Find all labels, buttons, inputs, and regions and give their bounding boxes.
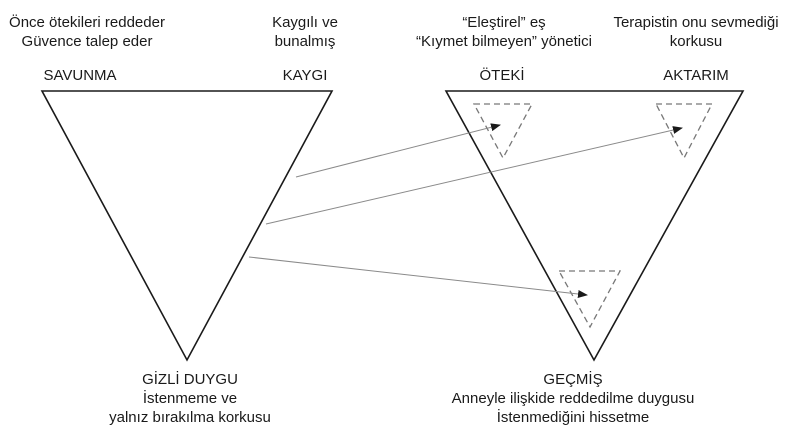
caption-line: Güvence talep eder (21, 33, 153, 50)
dashed-triangle-transference (654, 103, 714, 160)
left-top-right-caption: Kaygılı ve bunalmış (272, 13, 338, 51)
right-bottom-caption: GEÇMİŞ Anneyle ilişkide reddedilme duygu… (452, 370, 695, 427)
caption-line: Kaygılı ve (272, 14, 338, 31)
right-person-triangle (444, 90, 745, 362)
caption-line: “Kıymet bilmeyen” yönetici (416, 33, 592, 50)
corner-label-anxiety: KAYGI (282, 67, 328, 84)
dashed-triangle-other (472, 103, 534, 160)
left-conflict-triangle (40, 90, 334, 362)
corner-label-other: ÖTEKİ (479, 67, 525, 84)
arrow-defense-to-other (295, 123, 501, 178)
caption-line: “Eleştirel” eş (462, 14, 546, 31)
caption-line: Terapistin onu sevmediği (613, 14, 779, 31)
caption-line: İstenmediğini hissetme (496, 409, 650, 426)
caption-line: yalnız bırakılma korkusu (109, 409, 271, 426)
right-top-left-caption: “Eleştirel” eş “Kıymet bilmeyen” yönetic… (416, 13, 592, 51)
caption-line: Önce ötekileri reddeder (9, 14, 165, 31)
left-top-left-caption: Önce ötekileri reddeder Güvence talep ed… (9, 13, 165, 51)
caption-line: GEÇMİŞ (543, 371, 603, 388)
caption-line: İstenmeme ve (142, 390, 238, 407)
caption-line: Anneyle ilişkide reddedilme duygusu (451, 390, 695, 407)
caption-line: bunalmış (274, 33, 336, 50)
right-top-right-caption: Terapistin onu sevmediği korkusu (613, 13, 778, 51)
left-bottom-caption: GİZLİ DUYGU İstenmeme ve yalnız bırakılm… (109, 370, 271, 427)
corner-label-defense: SAVUNMA (43, 67, 117, 84)
corner-label-transference: AKTARIM (663, 67, 729, 84)
dashed-triangle-past (557, 270, 622, 329)
arrow-anxiety-to-transference (265, 126, 683, 225)
caption-line: GİZLİ DUYGU (142, 371, 238, 388)
caption-line: korkusu (669, 33, 723, 50)
arrow-hidden-feeling-to-past (248, 256, 588, 298)
